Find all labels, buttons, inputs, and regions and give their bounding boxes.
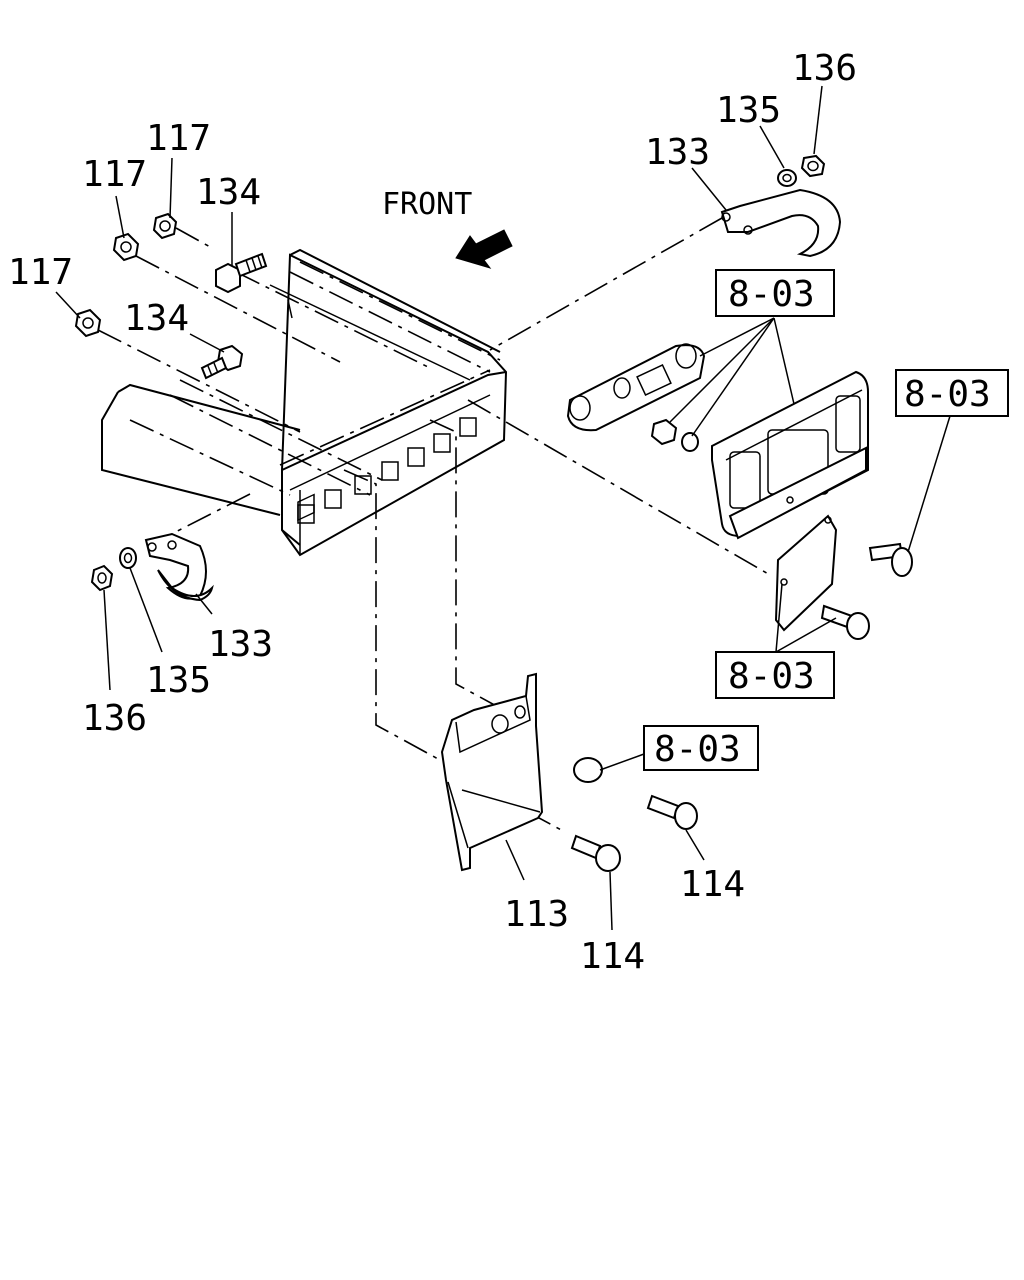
tow-hook-top (720, 188, 842, 258)
callout-117-c: 117 (8, 252, 73, 293)
front-label: FRONT (382, 187, 472, 222)
callout-134-a: 134 (196, 172, 261, 213)
frame-crossmember (101, 248, 508, 557)
plate-small-8-03 (774, 496, 838, 632)
washer-135-bottom-icon (119, 547, 137, 569)
plug-8-03-icon (573, 757, 603, 783)
bolt-114-lower-icon (570, 834, 621, 872)
front-arrow-icon (455, 229, 513, 269)
nut-117-left-icon (74, 308, 102, 338)
ref-box-8-03-a: 8-03 (715, 269, 835, 317)
nut-117-top-icon (152, 212, 178, 240)
tow-hook-bottom (144, 532, 214, 602)
ref-box-8-03-b: 8-03 (895, 369, 1009, 417)
ref-box-8-03-c: 8-03 (715, 651, 835, 699)
support-bracket-113 (440, 672, 544, 872)
nut-8-03-icon (650, 418, 678, 446)
washer-8-03-icon (681, 432, 699, 452)
callout-134-b: 134 (124, 298, 189, 339)
ref-box-8-03-d: 8-03 (643, 725, 759, 771)
washer-135-top-icon (777, 169, 797, 187)
nut-117-mid-icon (112, 232, 140, 262)
callout-133-bottom: 133 (208, 624, 273, 665)
mounting-plate-8-03 (711, 370, 869, 540)
callout-133-top: 133 (645, 132, 710, 173)
ref-box-8-03-b-label: 8-03 (904, 374, 991, 415)
ref-box-8-03-c-label: 8-03 (728, 656, 815, 697)
callout-136-bottom: 136 (82, 698, 147, 739)
frame-dashed-lines (129, 261, 501, 496)
bolt-8-03-lower-icon (820, 604, 870, 640)
callout-114-a: 114 (580, 936, 645, 977)
bracket-assembly-8-03 (566, 343, 706, 432)
ref-box-8-03-a-label: 8-03 (728, 274, 815, 315)
leader-lines (55, 85, 951, 931)
callout-136-top: 136 (792, 48, 857, 89)
ref-box-8-03-d-label: 8-03 (654, 729, 741, 770)
callout-117-a: 117 (146, 118, 211, 159)
callout-135-bottom: 135 (146, 660, 211, 701)
bolt-114-right-icon (646, 794, 698, 830)
callout-113: 113 (504, 894, 569, 935)
bolt-8-03-upper-icon (868, 542, 913, 577)
bolt-134-top-icon (215, 252, 268, 294)
nut-136-top-icon (800, 154, 826, 178)
callout-117-b: 117 (82, 154, 147, 195)
nut-136-bottom-icon (90, 564, 114, 592)
callout-114-b: 114 (680, 864, 745, 905)
callout-135-top: 135 (716, 90, 781, 131)
